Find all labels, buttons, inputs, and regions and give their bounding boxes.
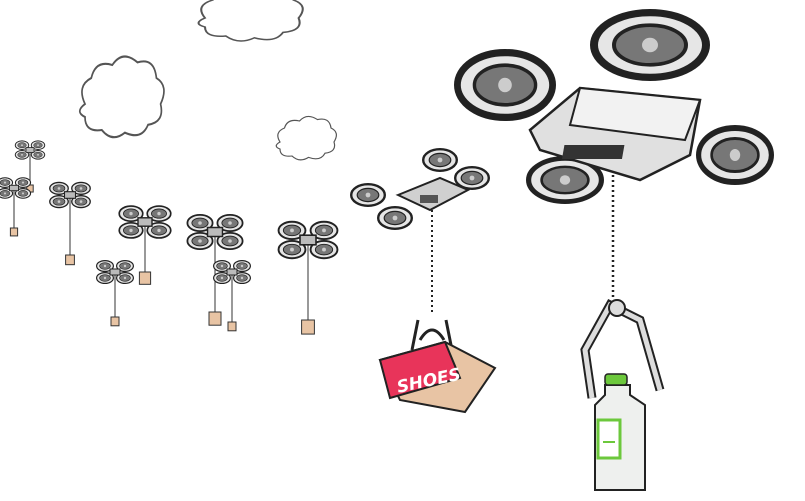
- parcel-box: [65, 254, 75, 266]
- small-drone: [97, 261, 134, 327]
- parcel-box: [9, 227, 19, 237]
- large-drone: [457, 13, 771, 300]
- medium-drone: [350, 147, 490, 315]
- cloud: [197, 0, 304, 43]
- small-drone: [50, 182, 90, 266]
- small-drone: [279, 222, 338, 335]
- small-drone: [187, 215, 242, 326]
- small-drone-fleet: [0, 141, 338, 335]
- small-drone: [214, 261, 251, 332]
- small-drone: [119, 206, 171, 285]
- parcel-box: [110, 316, 120, 327]
- parcel-box: [227, 321, 237, 332]
- parcel-box: [138, 271, 152, 285]
- cloud: [78, 55, 165, 139]
- cloud: [275, 115, 337, 161]
- bottle-package: [580, 299, 665, 491]
- parcel-box: [208, 311, 222, 326]
- shoe-box-package: SHOES: [378, 319, 497, 414]
- parcel-box: [301, 319, 315, 335]
- small-drone: [0, 178, 31, 237]
